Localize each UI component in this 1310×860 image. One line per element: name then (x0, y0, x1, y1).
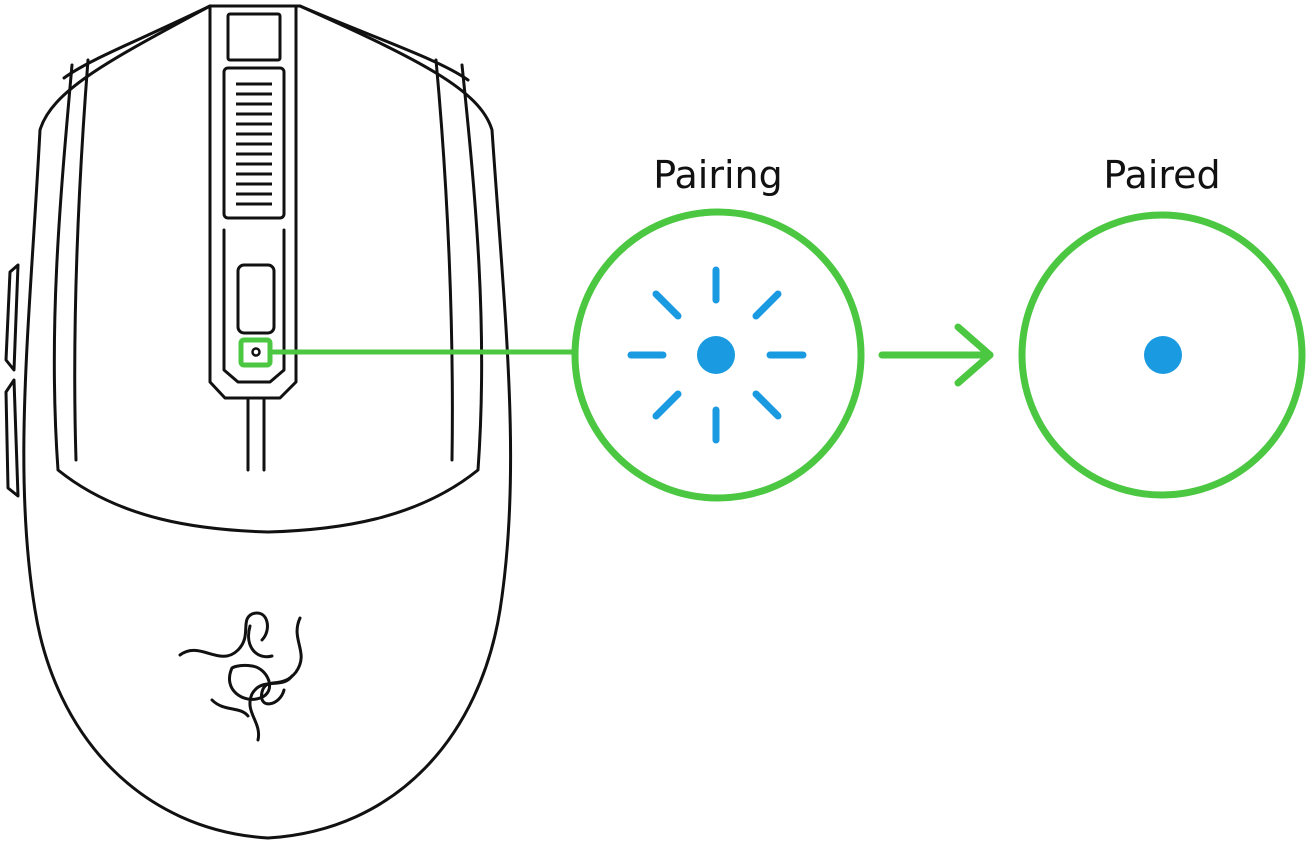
scroll-wheel-housing (222, 66, 286, 220)
blinking-led-icon (627, 266, 807, 444)
mouse-inner-contour (52, 63, 484, 534)
indicator-light-highlight (238, 337, 273, 368)
mouse-body-outline (22, 4, 513, 840)
paired-indicator (1018, 211, 1306, 499)
pairing-led-dot (697, 336, 735, 374)
left-button-edge (62, 4, 212, 80)
side-button-front (4, 263, 20, 372)
pairing-ring (571, 208, 865, 502)
right-side-line (434, 58, 454, 462)
side-button-back (4, 378, 20, 498)
solid-led-icon (1144, 336, 1182, 374)
paired-label: Paired (1103, 153, 1221, 197)
right-button-edge (298, 4, 470, 82)
left-side-line (73, 58, 90, 462)
indicator-light (251, 347, 261, 357)
center-channel (246, 396, 266, 472)
dpi-button (236, 263, 276, 335)
lower-bay (222, 228, 286, 384)
center-strip (208, 4, 298, 400)
front-notch (226, 12, 282, 62)
paired-ring (1018, 211, 1306, 499)
mouse-illustration (4, 4, 513, 840)
triple-snake-logo (178, 611, 303, 742)
pairing-label: Pairing (653, 153, 783, 197)
arrow-right-icon (878, 323, 994, 387)
scroll-wheel (236, 82, 272, 206)
pairing-indicator (571, 208, 865, 502)
